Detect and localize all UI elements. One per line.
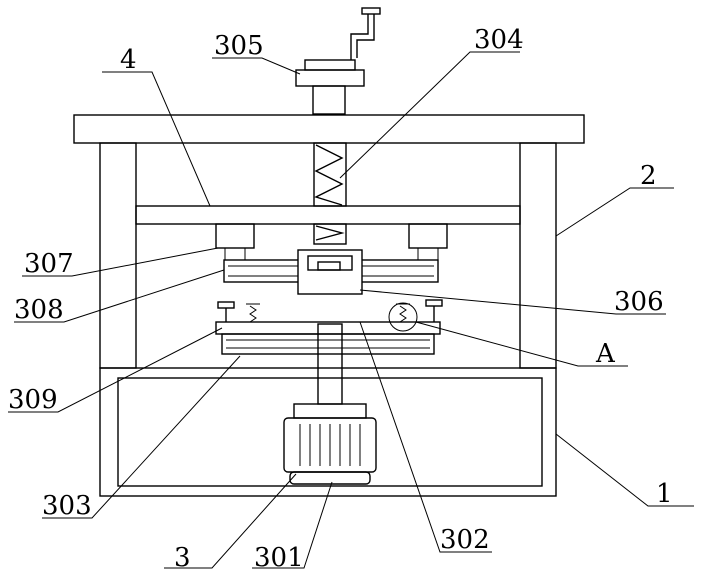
crank-handle	[351, 8, 380, 60]
center-block-306	[298, 250, 362, 294]
label-305: 305	[214, 31, 264, 61]
label-306: 306	[614, 287, 664, 317]
label-304: 304	[474, 25, 524, 55]
top-plate	[74, 115, 584, 143]
crossbar-4	[136, 206, 520, 224]
handwheel-base-305	[296, 60, 364, 114]
base-1	[100, 368, 556, 496]
screw-rod-304	[314, 143, 346, 244]
motor-301	[284, 404, 376, 484]
shaft-302	[318, 324, 342, 404]
label-4: 4	[120, 45, 137, 75]
label-307: 307	[24, 249, 74, 279]
lower-clamp-309	[216, 300, 442, 354]
part-labels: 305 304 4 2 307 308 306 A 309 1 303 302 …	[8, 25, 673, 573]
label-2: 2	[640, 161, 657, 191]
label-A: A	[595, 339, 616, 369]
label-3: 3	[174, 543, 191, 573]
label-1: 1	[656, 479, 673, 509]
label-308: 308	[14, 295, 64, 325]
label-301: 301	[254, 543, 304, 573]
label-303: 303	[42, 491, 92, 521]
label-309: 309	[8, 385, 58, 415]
label-302: 302	[440, 525, 490, 555]
leader-lines	[8, 52, 694, 568]
